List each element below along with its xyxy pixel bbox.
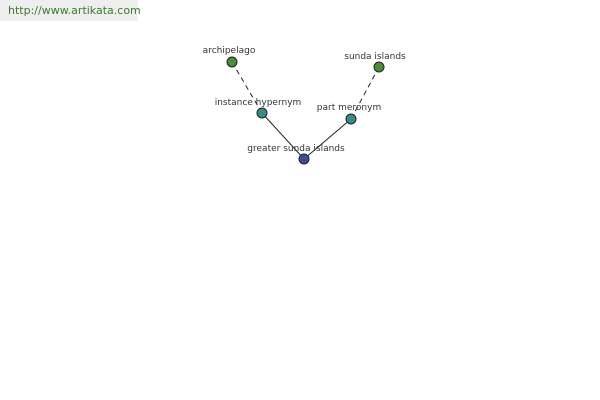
- node-label-sunda-islands: sunda islands: [344, 52, 406, 62]
- node-label-instance-hypernym: instance hypernym: [215, 98, 302, 108]
- node-greater-sunda-islands[interactable]: greater sunda islands: [247, 144, 345, 165]
- node-circle-part-meronym[interactable]: [345, 113, 357, 125]
- node-archipelago[interactable]: archipelago: [203, 46, 256, 68]
- node-circle-instance-hypernym[interactable]: [256, 107, 268, 119]
- edge-sunda-islands-to-part-meronym: [350, 66, 380, 120]
- site-link[interactable]: http://www.artikata.com: [8, 4, 141, 17]
- edge-part-meronym-to-greater-sunda-islands: [303, 118, 352, 160]
- node-label-part-meronym: part meronym: [317, 103, 381, 113]
- url-bar: http://www.artikata.com: [0, 0, 141, 21]
- node-circle-archipelago[interactable]: [226, 56, 238, 68]
- edge-instance-hypernym-to-greater-sunda-islands: [261, 112, 305, 160]
- edge-archipelago-to-instance-hypernym: [231, 61, 263, 114]
- node-circle-sunda-islands[interactable]: [373, 61, 385, 73]
- node-label-archipelago: archipelago: [203, 46, 256, 56]
- node-label-greater-sunda-islands: greater sunda islands: [247, 144, 345, 154]
- node-circle-greater-sunda-islands[interactable]: [298, 153, 310, 165]
- node-instance-hypernym[interactable]: instance hypernym: [215, 98, 302, 119]
- node-sunda-islands[interactable]: sunda islands: [344, 52, 406, 73]
- node-part-meronym[interactable]: part meronym: [317, 103, 381, 125]
